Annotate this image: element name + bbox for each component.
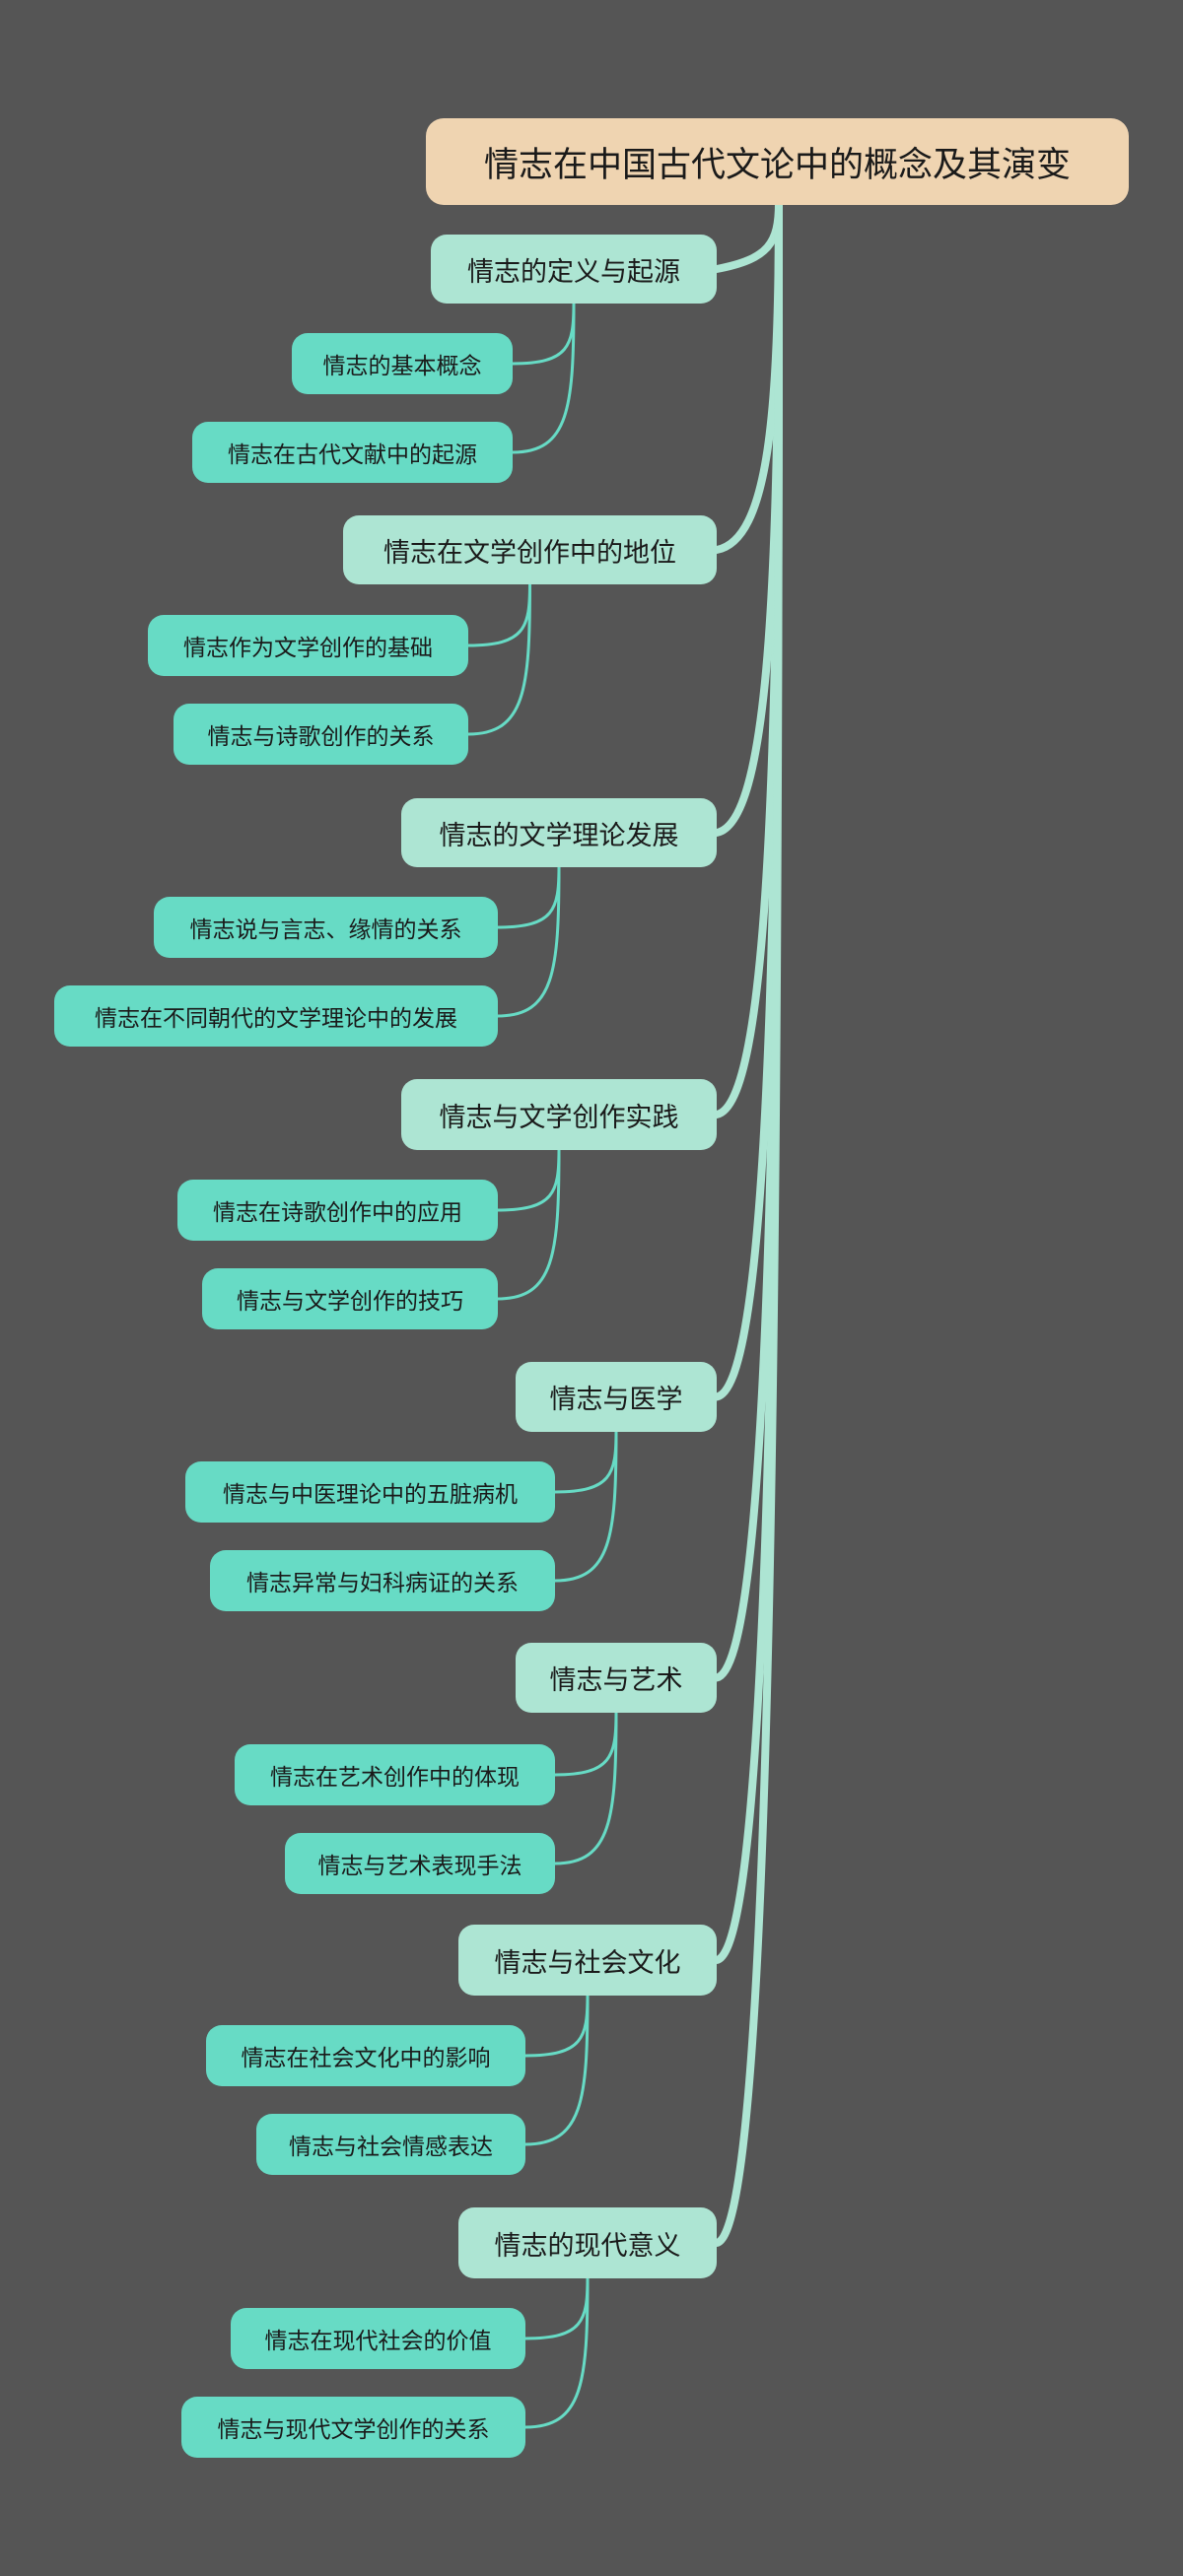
- connector-line: [496, 865, 561, 1018]
- branch-label: 情志与医学: [549, 1385, 683, 1415]
- connector-line: [713, 199, 783, 554]
- branch-label: 情志的文学理论发展: [439, 820, 679, 851]
- leaf-art-embodiment[interactable]: 情志在艺术创作中的体现: [235, 1744, 555, 1805]
- leaf-label: 情志说与言志、缘情的关系: [189, 917, 462, 943]
- leaf-art-technique[interactable]: 情志与艺术表现手法: [285, 1833, 555, 1894]
- branch-modern-significance[interactable]: 情志的现代意义: [458, 2207, 717, 2278]
- branch-label: 情志的定义与起源: [467, 256, 680, 288]
- connector-line: [553, 1430, 618, 1494]
- root-label: 情志在中国古代文论中的概念及其演变: [483, 145, 1071, 185]
- leaf-social-emotion[interactable]: 情志与社会情感表达: [256, 2114, 525, 2175]
- leaf-label: 情志在不同朝代的文学理论中的发展: [95, 1006, 457, 1032]
- branch-label: 情志与社会文化: [494, 1947, 681, 1979]
- leaf-ancient-origin[interactable]: 情志在古代文献中的起源: [192, 422, 513, 483]
- connector-line: [511, 302, 576, 366]
- leaf-label: 情志在艺术创作中的体现: [270, 1765, 520, 1791]
- leaf-modern-literature[interactable]: 情志与现代文学创作的关系: [181, 2397, 525, 2458]
- leaf-social-influence[interactable]: 情志在社会文化中的影响: [206, 2025, 525, 2086]
- leaf-poetry-relation[interactable]: 情志与诗歌创作的关系: [174, 704, 468, 765]
- branch-theory-development[interactable]: 情志的文学理论发展: [401, 798, 717, 867]
- leaf-label: 情志与文学创作的技巧: [237, 1289, 463, 1315]
- connector-line: [523, 2276, 590, 2429]
- leaf-label: 情志与现代文学创作的关系: [217, 2417, 490, 2443]
- branch-label: 情志在文学创作中的地位: [383, 537, 676, 569]
- connector-line: [466, 582, 531, 736]
- branch-label: 情志与艺术: [549, 1665, 683, 1696]
- leaf-poetry-application[interactable]: 情志在诗歌创作中的应用: [177, 1180, 498, 1241]
- connector-line: [713, 199, 783, 2247]
- leaf-creation-basis[interactable]: 情志作为文学创作的基础: [148, 615, 468, 676]
- branch-creative-practice[interactable]: 情志与文学创作实践: [401, 1079, 717, 1150]
- leaf-label: 情志与社会情感表达: [289, 2135, 493, 2160]
- connector-line: [553, 1430, 618, 1583]
- leaf-label: 情志在诗歌创作中的应用: [213, 1200, 462, 1226]
- connector-line: [496, 1148, 561, 1301]
- leaf-label: 情志作为文学创作的基础: [183, 636, 433, 661]
- connector-line: [466, 582, 531, 647]
- connector-line: [523, 1994, 590, 2146]
- branch-medicine[interactable]: 情志与医学: [516, 1362, 717, 1432]
- leaf-yanzhi-yuanqing[interactable]: 情志说与言志、缘情的关系: [154, 897, 498, 958]
- branch-literary-status[interactable]: 情志在文学创作中的地位: [343, 515, 717, 584]
- branch-definition-origin[interactable]: 情志的定义与起源: [431, 235, 717, 304]
- leaf-label: 情志与艺术表现手法: [317, 1854, 522, 1879]
- leaf-label: 情志的基本概念: [322, 354, 482, 379]
- connector-line: [523, 1994, 590, 2058]
- leaf-label: 情志异常与妇科病证的关系: [246, 1571, 519, 1596]
- leaf-modern-value[interactable]: 情志在现代社会的价值: [231, 2308, 525, 2369]
- leaf-label: 情志在古代文献中的起源: [228, 442, 477, 468]
- connector-line: [553, 1711, 618, 1865]
- branch-art[interactable]: 情志与艺术: [516, 1643, 717, 1713]
- leaf-label: 情志与中医理论中的五脏病机: [223, 1482, 518, 1508]
- leaf-five-organs[interactable]: 情志与中医理论中的五脏病机: [185, 1461, 555, 1523]
- connector-line: [496, 865, 561, 929]
- branch-label: 情志的现代意义: [494, 2230, 681, 2262]
- branch-social-culture[interactable]: 情志与社会文化: [458, 1925, 717, 1996]
- leaf-label: 情志与诗歌创作的关系: [207, 724, 435, 750]
- branch-label: 情志与文学创作实践: [439, 1102, 679, 1133]
- root-node[interactable]: 情志在中国古代文论中的概念及其演变: [426, 118, 1129, 205]
- connector-line: [523, 2276, 590, 2340]
- connector-line: [713, 199, 783, 273]
- leaf-dynasty-development[interactable]: 情志在不同朝代的文学理论中的发展: [54, 985, 498, 1047]
- leaf-label: 情志在现代社会的价值: [264, 2329, 492, 2354]
- leaf-basic-concept[interactable]: 情志的基本概念: [292, 333, 513, 394]
- connector-line: [496, 1148, 561, 1212]
- leaf-gynecology[interactable]: 情志异常与妇科病证的关系: [210, 1550, 555, 1611]
- connector-line: [553, 1711, 618, 1777]
- leaf-label: 情志在社会文化中的影响: [241, 2046, 491, 2071]
- leaf-creative-technique[interactable]: 情志与文学创作的技巧: [202, 1268, 498, 1329]
- connector-line: [511, 302, 576, 454]
